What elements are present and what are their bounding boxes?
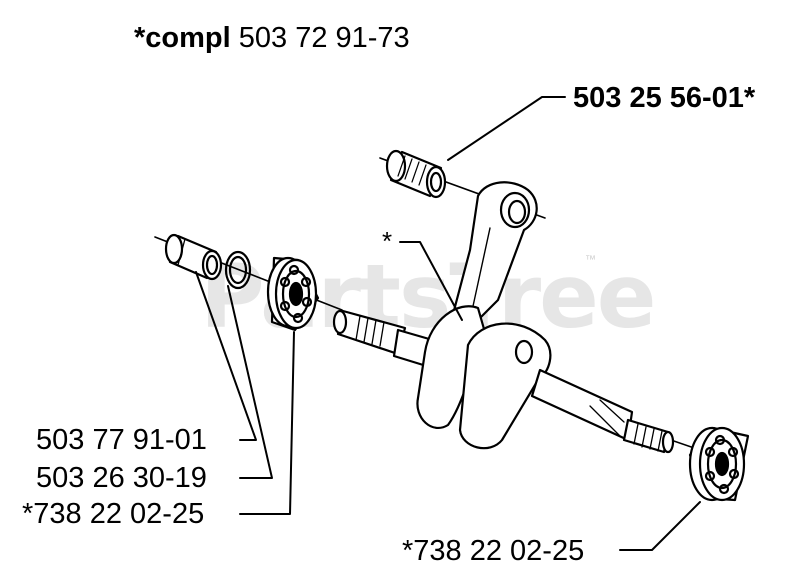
leader-bushing xyxy=(195,271,257,441)
leader-bearing-top xyxy=(447,96,566,161)
title-prefix: *compl xyxy=(134,22,231,54)
label-ring: 503 26 30-19 xyxy=(36,462,207,494)
label-bearing-left: *738 22 02-25 xyxy=(22,498,205,530)
title-number: 503 72 91-73 xyxy=(238,22,410,54)
crankshaft xyxy=(332,305,675,454)
leader-crank-marker xyxy=(399,241,463,321)
assembly-title: *compl 503 72 91-73 xyxy=(134,24,410,53)
leader-bearing-left xyxy=(239,331,295,515)
bushing-left xyxy=(164,233,223,281)
label-bearing-top: 503 25 56-01* xyxy=(573,82,756,114)
leader-lines xyxy=(195,96,701,551)
label-crank-marker: * xyxy=(382,226,393,256)
o-ring xyxy=(224,250,252,290)
connecting-rod xyxy=(450,181,538,330)
leader-bearing-right xyxy=(619,501,701,551)
watermark-trademark: ™ xyxy=(585,254,596,266)
label-bushing: 503 77 91-01 xyxy=(36,424,207,456)
ball-bearing-right xyxy=(688,426,750,502)
leader-ring xyxy=(227,285,273,479)
label-bearing-right: *738 22 02-25 xyxy=(402,535,585,567)
needle-bearing-top xyxy=(385,149,447,199)
ball-bearing-left xyxy=(266,256,320,332)
